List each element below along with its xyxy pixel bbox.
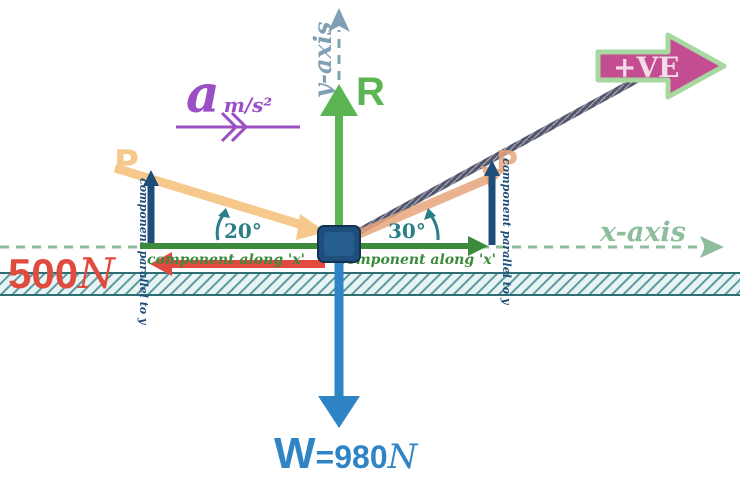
positive-direction-arrow [595,32,727,100]
left-pull-label: P [114,143,139,183]
x-axis-arrowhead [700,236,724,258]
reaction-arrowhead [320,84,358,116]
left-angle-arc [215,213,226,241]
positive-direction-label: +VE [613,51,680,84]
friction-arrowhead [150,252,172,276]
right-pull-arrow-shaft [343,173,492,245]
left-angle-label: 20° [224,219,262,243]
right-perp-component-label: component parallel to y [500,158,513,306]
block-highlight [324,232,354,256]
left-x-component-label: component along 'x' [147,252,305,268]
acceleration-chevron-2 [230,111,249,143]
right-x-component-label: component along 'x' [338,252,496,268]
right-angle-arc [428,213,440,241]
left-angle-arc-head [218,208,230,218]
y-axis-arrowhead [328,8,350,32]
x-axis-label: x-axis [599,217,686,248]
right-x-component-arrowhead [468,236,488,256]
right-angle-arc-head [424,208,436,220]
right-angle-label: 30° [388,219,426,243]
right-pull-label: P [496,145,518,180]
acceleration-chevron-1 [220,111,239,143]
rope [338,74,642,246]
weight-arrowhead [318,396,360,428]
left-perp-component-label: component parallel to y [137,178,150,326]
ground-surface [0,273,740,295]
weight-label: W=980N [274,429,419,478]
right-perp-component-arrowhead [484,160,500,176]
reaction-label: R [356,70,385,114]
left-perp-component-arrowhead [143,170,159,186]
y-axis-label: y-axis [308,21,337,99]
friction-value: 500N [8,249,116,298]
